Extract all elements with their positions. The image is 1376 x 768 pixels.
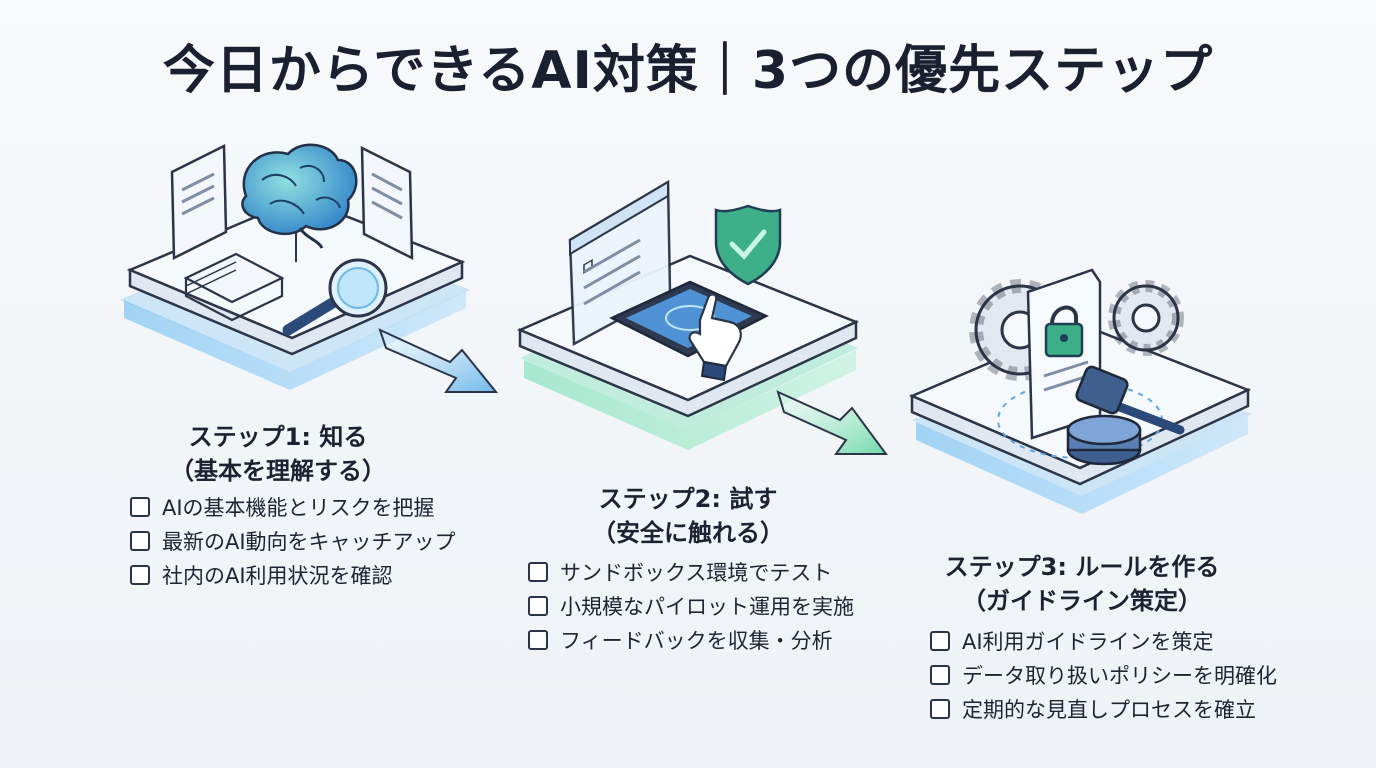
step2-arrow: [776, 390, 888, 455]
step2-title: ステップ2: 試す （安全に触れる）: [578, 482, 798, 550]
list-item-label: 最新のAI動向をキャッチアップ: [162, 530, 456, 554]
list-item: 社内のAI利用状況を確認: [130, 558, 456, 592]
list-item-label: 定期的な見直しプロセスを確立: [962, 698, 1256, 722]
step2-title-line2: （安全に触れる）: [592, 519, 784, 547]
checkbox-icon[interactable]: [528, 630, 548, 650]
step1-checklist: AIの基本機能とリスクを把握 最新のAI動向をキャッチアップ 社内のAI利用状況…: [130, 490, 456, 592]
step1-title: ステップ1: 知る （基本を理解する）: [168, 420, 388, 488]
step3-title: ステップ3: ルールを作る （ガイドライン策定）: [942, 550, 1222, 618]
list-item-label: 小規模なパイロット運用を実施: [560, 595, 854, 619]
list-item-label: フィードバックを収集・分析: [560, 629, 833, 653]
list-item: 小規模なパイロット運用を実施: [528, 589, 854, 623]
checkbox-icon[interactable]: [130, 531, 150, 551]
step1-title-line2: （基本を理解する）: [170, 457, 386, 485]
list-item: サンドボックス環境でテスト: [528, 555, 854, 589]
list-item: フィードバックを収集・分析: [528, 623, 854, 657]
list-item-label: AIの基本機能とリスクを把握: [162, 496, 435, 520]
brain-icon: [241, 143, 358, 262]
list-item: データ取り扱いポリシーを明確化: [930, 658, 1277, 692]
list-item: AI利用ガイドラインを策定: [930, 624, 1277, 658]
list-item-label: サンドボックス環境でテスト: [560, 561, 833, 585]
checkbox-icon[interactable]: [528, 596, 548, 616]
gear-icon: [969, 279, 1184, 381]
checkbox-icon[interactable]: [130, 497, 150, 517]
list-item: AIの基本機能とリスクを把握: [130, 490, 456, 524]
checkbox-icon[interactable]: [930, 699, 950, 719]
list-item: 最新のAI動向をキャッチアップ: [130, 524, 456, 558]
step3-title-line1: ステップ3: ルールを作る: [944, 553, 1220, 581]
page-title: 今日からできるAI対策｜3つの優先ステップ: [162, 41, 1214, 101]
lock-document-icon: [1026, 268, 1102, 440]
step2-title-line1: ステップ2: 試す: [598, 485, 778, 513]
step2-checklist: サンドボックス環境でテスト 小規模なパイロット運用を実施 フィードバックを収集・…: [528, 555, 854, 657]
list-item-label: 社内のAI利用状況を確認: [162, 564, 393, 588]
document-icon: [170, 144, 414, 322]
checkbox-icon[interactable]: [930, 665, 950, 685]
checkbox-icon[interactable]: [130, 565, 150, 585]
step1-arrow: [378, 328, 499, 393]
step3-title-line2: （ガイドライン策定）: [962, 587, 1202, 615]
magnifier-icon: [282, 258, 388, 336]
gavel-icon: [1066, 365, 1185, 466]
checkbox-icon[interactable]: [930, 631, 950, 651]
step3-checklist: AI利用ガイドラインを策定 データ取り扱いポリシーを明確化 定期的な見直しプロセ…: [930, 624, 1277, 726]
tablet-touch-icon: [609, 280, 769, 382]
shield-check-icon: [714, 204, 782, 286]
list-item-label: データ取り扱いポリシーを明確化: [962, 664, 1277, 688]
checkbox-icon[interactable]: [528, 562, 548, 582]
step1-title-line1: ステップ1: 知る: [188, 423, 368, 451]
list-item: 定期的な見直しプロセスを確立: [930, 692, 1277, 726]
list-item-label: AI利用ガイドラインを策定: [962, 630, 1214, 654]
